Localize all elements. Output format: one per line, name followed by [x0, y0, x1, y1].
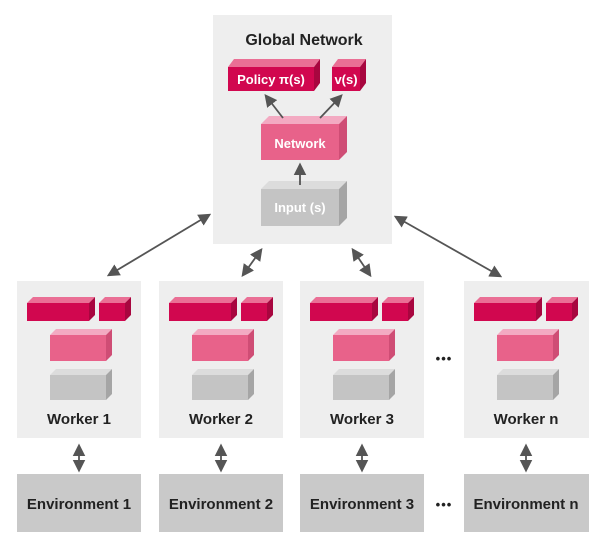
global-worker3-arrow — [351, 247, 372, 278]
environment-label: Environment 1 — [27, 496, 131, 513]
global-network-title: Global Network — [245, 32, 362, 49]
worker-panel-3: Worker 3 — [300, 281, 424, 438]
worker-label: Worker n — [494, 411, 559, 428]
worker-panel-2: Worker 2 — [159, 281, 283, 438]
environment-label: Environment 2 — [169, 496, 273, 513]
network-to-policy-arrow — [264, 94, 284, 119]
environments-ellipsis: ••• — [436, 497, 453, 512]
network-block: Network — [261, 116, 347, 160]
worker-panel-1: Worker 1 — [17, 281, 141, 438]
environment-label: Environment 3 — [310, 496, 414, 513]
network-label: Network — [274, 136, 326, 151]
worker-label: Worker 1 — [47, 411, 111, 428]
policy-label: Policy π(s) — [237, 72, 305, 87]
worker-label: Worker 2 — [189, 411, 253, 428]
value-label: v(s) — [334, 72, 357, 87]
value-block: v(s) — [332, 59, 366, 91]
worker-panel-n: Worker n — [464, 281, 589, 438]
environment-box-2: Environment 2 — [159, 474, 283, 532]
workers-ellipsis: ••• — [436, 351, 453, 366]
global-worker2-arrow — [241, 247, 263, 278]
policy-block: Policy π(s) — [228, 59, 320, 91]
worker-label: Worker 3 — [330, 411, 394, 428]
input-label: Input (s) — [274, 200, 325, 215]
input-block: Input (s) — [261, 181, 347, 226]
environment-box-3: Environment 3 — [300, 474, 424, 532]
global-worker1-arrow — [106, 213, 212, 277]
network-to-value-arrow — [319, 94, 343, 119]
environment-box-1: Environment 1 — [17, 474, 141, 532]
environment-label: Environment n — [473, 496, 578, 513]
environment-box-n: Environment n — [464, 474, 589, 532]
global-workern-arrow — [393, 215, 503, 278]
